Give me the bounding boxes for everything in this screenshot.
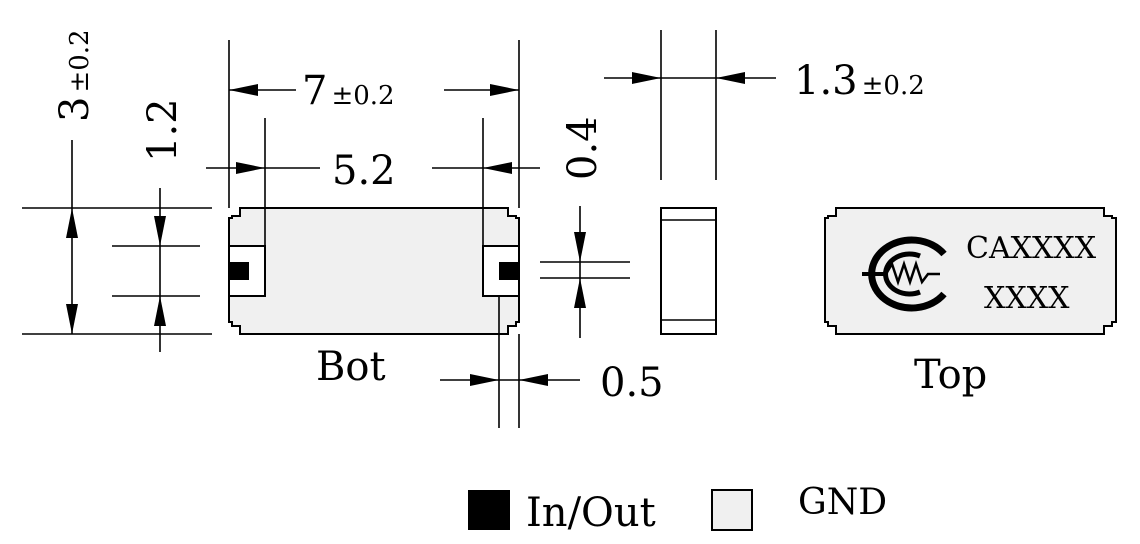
bottom-view: Bot [228, 207, 520, 390]
thickness-value: 1.3 [794, 58, 858, 104]
gap-dimension: 0.4 [540, 116, 630, 338]
top-marking-line1: CAXXXX [966, 231, 1097, 266]
svg-text:7±0.2: 7±0.2 [302, 68, 395, 114]
pad-spacing-dimension: 5.2 [206, 118, 540, 246]
legend-inout-label: In/Out [526, 490, 656, 536]
top-view-label: Top [914, 352, 987, 398]
length-tolerance: ±0.2 [331, 81, 394, 111]
side-view-body [660, 207, 717, 335]
gap-value: 0.4 [560, 116, 606, 180]
pad-width-dimension: 0.5 [440, 296, 664, 428]
legend: In/Out GND [468, 482, 887, 536]
height-dimension: 3 ±0.2 [22, 29, 212, 335]
length-dimension: 7±0.2 [228, 40, 520, 208]
thickness-tolerance: ±0.2 [862, 71, 925, 101]
pad-spacing-value: 5.2 [332, 148, 396, 194]
legend-gnd-swatch [711, 489, 753, 531]
bottom-view-inout-left [229, 262, 249, 280]
manufacturer-logo [862, 236, 947, 312]
side-view [660, 207, 717, 335]
svg-text:1.3±0.2: 1.3±0.2 [794, 58, 925, 104]
thickness-dimension: 1.3±0.2 [604, 30, 925, 180]
pad-height-dimension: 1.2 [112, 98, 200, 352]
legend-inout-swatch [468, 490, 510, 530]
bottom-view-label: Bot [316, 344, 386, 390]
bottom-view-inout-right [499, 262, 519, 280]
height-value: 3 [52, 97, 98, 122]
length-value: 7 [302, 68, 327, 114]
top-marking-line2: XXXX [984, 281, 1070, 316]
legend-gnd-label: GND [798, 482, 887, 523]
pad-height-value: 1.2 [140, 98, 186, 162]
pad-width-value: 0.5 [600, 360, 664, 406]
height-tolerance: ±0.2 [65, 29, 95, 92]
top-view: CAXXXX XXXX Top [824, 207, 1117, 398]
svg-text:3±0.2: 3 ±0.2 [52, 29, 98, 122]
bottom-view-body [228, 207, 520, 335]
